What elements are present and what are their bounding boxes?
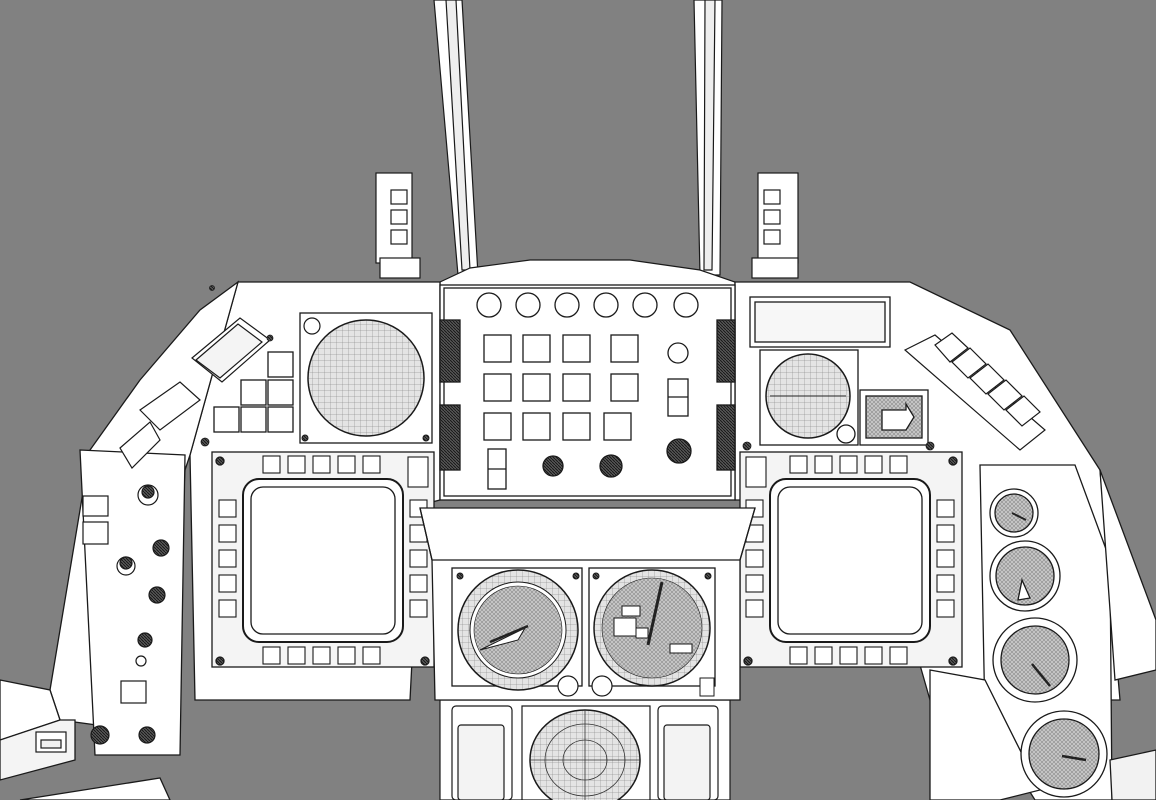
lower-radar-scope [529, 709, 641, 800]
hud-frame [433, 0, 723, 276]
left-lamp-grid [213, 351, 294, 433]
upper-left-indicator-box [375, 172, 421, 279]
right-console-gauges [989, 488, 1108, 798]
left-console-switches [35, 484, 170, 753]
right-mfd [739, 451, 963, 668]
left-caution-lamp-panel [82, 317, 271, 545]
center-keypad [483, 334, 639, 441]
right-caution-lamp-strip [903, 332, 1046, 451]
left-round-display [299, 312, 433, 444]
panel-screws [200, 285, 935, 451]
right-upper-panel [749, 296, 929, 446]
upper-right-indicator-box [751, 172, 799, 279]
center-top-round-buttons [476, 292, 699, 318]
center-right-gauge [588, 567, 716, 697]
left-mfd [211, 451, 435, 668]
center-left-gauge [451, 567, 583, 697]
center-right-controls [487, 342, 692, 490]
